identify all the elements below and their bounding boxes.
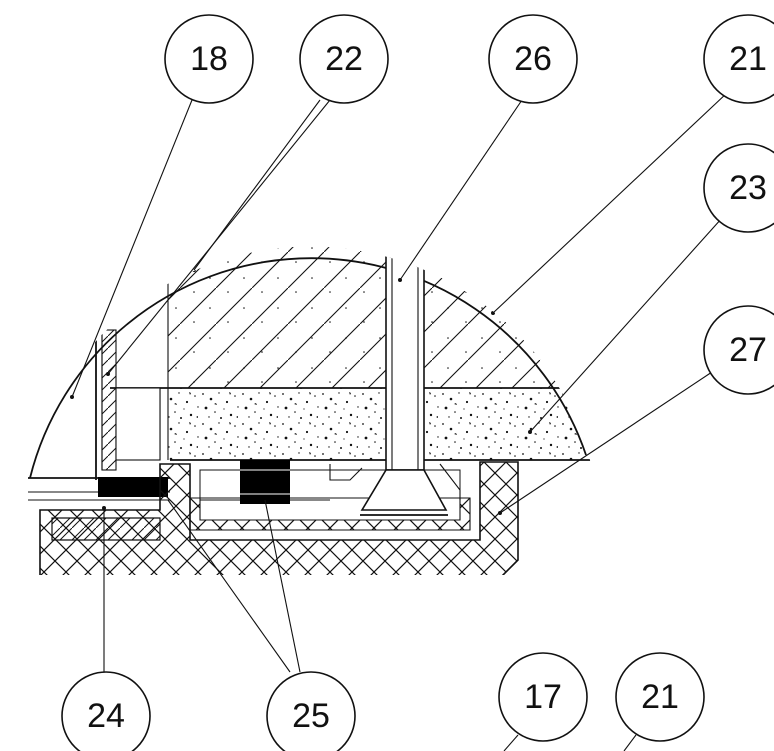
- callout-21-top: 21: [703, 14, 774, 104]
- svg-text:24: 24: [87, 697, 125, 735]
- callout-25: 25: [266, 671, 356, 751]
- svg-text:26: 26: [514, 40, 552, 78]
- screw: [360, 249, 448, 516]
- callout-17: 17: [498, 652, 588, 742]
- callout-26: 26: [488, 14, 578, 104]
- svg-text:25: 25: [292, 697, 330, 735]
- leader-lines: [71, 91, 729, 751]
- gasket-center: [240, 460, 290, 504]
- svg-text:18: 18: [190, 40, 228, 78]
- svg-text:17: 17: [524, 678, 562, 716]
- callout-24: 24: [61, 671, 151, 751]
- svg-text:27: 27: [729, 331, 767, 369]
- frame-profile-crosshatched: [39, 461, 519, 575]
- core-layer-speckled: [168, 388, 598, 460]
- callout-18: 18: [164, 14, 254, 104]
- callout-22: 22: [299, 14, 389, 104]
- vertical-strip-hatched: [101, 329, 117, 471]
- svg-text:21: 21: [729, 40, 767, 78]
- callout-23: 23: [703, 143, 774, 233]
- callout-27: 27: [703, 305, 774, 395]
- svg-text:22: 22: [325, 40, 363, 78]
- svg-text:23: 23: [729, 169, 767, 207]
- gasket-left: [98, 477, 168, 497]
- callout-21-bottom: 21: [615, 652, 705, 742]
- svg-text:21: 21: [641, 678, 679, 716]
